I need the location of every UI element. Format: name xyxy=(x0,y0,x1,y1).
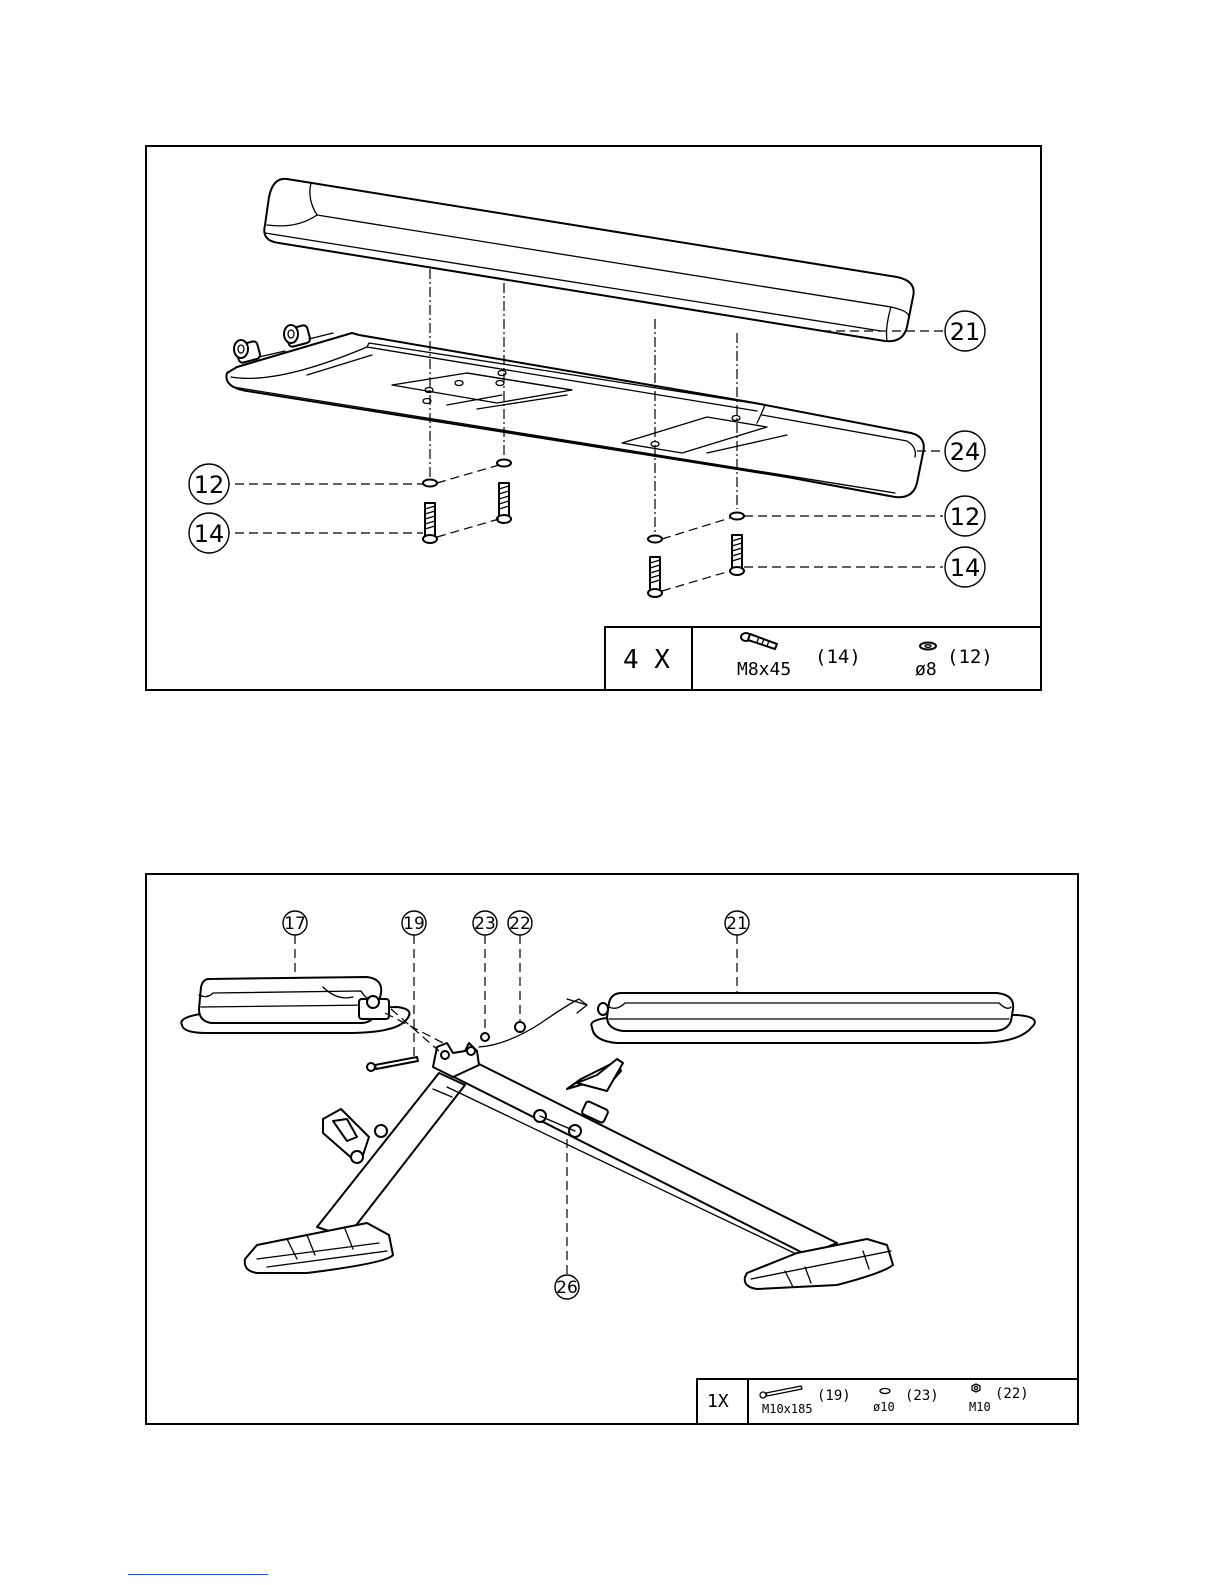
bolt-part-ref: (14) xyxy=(815,646,861,668)
callout-24: 24 xyxy=(945,431,985,471)
seat-frame-part-24 xyxy=(226,324,923,497)
bolts-part-14 xyxy=(423,483,744,597)
front-leg-tube xyxy=(245,1073,465,1273)
callout-23-label: 23 xyxy=(474,914,496,934)
washer-icon xyxy=(920,643,936,650)
washer-part-23 xyxy=(481,1033,489,1041)
long-bolt-size: M10x185 xyxy=(762,1402,813,1416)
long-bolt-icon xyxy=(760,1386,802,1398)
main-rail-tube xyxy=(442,1059,893,1289)
callout-12-right: 12 xyxy=(945,496,985,536)
seat-part-21-assembled xyxy=(591,993,1035,1043)
washers-part-12 xyxy=(423,460,744,543)
callout-21-label: 21 xyxy=(950,318,981,346)
callout-19: 19 xyxy=(402,911,426,935)
hardware-quantity-2: 1X xyxy=(707,1391,729,1412)
callout-12-right-label: 12 xyxy=(950,503,981,531)
washer-icon-2 xyxy=(880,1389,890,1394)
callout-21: 21 xyxy=(945,311,985,351)
seat-cushion-part-21 xyxy=(264,179,913,341)
callout-22-label: 22 xyxy=(509,914,531,934)
nut-icon xyxy=(972,1384,980,1392)
long-bolt-ref: (19) xyxy=(817,1388,851,1404)
washer-size-2: ø10 xyxy=(873,1400,895,1414)
bolt-icon xyxy=(741,633,777,649)
washer-size-label: ø8 xyxy=(915,659,937,680)
callout-24-label: 24 xyxy=(950,438,981,466)
hardware-box-step-2: 1X M10x185 (19) ø10 (23) M10 (22) xyxy=(697,1379,1077,1423)
callout-14-left: 14 xyxy=(189,513,229,553)
footer-rule xyxy=(128,1574,268,1575)
seat-assembly-drawing: 21 24 12 14 12 14 4 X M8x45 (14) ø xyxy=(147,147,1040,689)
callout-17: 17 xyxy=(283,911,307,935)
callout-19-label: 19 xyxy=(403,914,425,934)
bolt-size-label: M8x45 xyxy=(737,659,791,680)
callout-12-left: 12 xyxy=(189,464,229,504)
callout-26: 26 xyxy=(555,1275,579,1299)
assembly-step-frame-panel: 17 19 23 22 21 26 1X M10x185 (19) ø10 (2… xyxy=(145,873,1079,1425)
assembly-step-seat-panel: 21 24 12 14 12 14 4 X M8x45 (14) ø xyxy=(145,145,1042,691)
callout-22: 22 xyxy=(508,911,532,935)
nut-size: M10 xyxy=(969,1400,991,1414)
callout-14-left-label: 14 xyxy=(194,520,225,548)
callout-26-label: 26 xyxy=(556,1278,578,1298)
callout-12-left-label: 12 xyxy=(194,471,225,499)
washer-ref-2: (23) xyxy=(905,1388,939,1404)
nut-part-22 xyxy=(515,1022,525,1032)
adjustment-cable xyxy=(479,999,587,1047)
callout-17-label: 17 xyxy=(284,914,306,934)
hardware-box-step-1: 4 X M8x45 (14) ø8 (12) xyxy=(605,627,1040,689)
callout-23: 23 xyxy=(473,911,497,935)
hardware-quantity: 4 X xyxy=(623,645,670,675)
callout-14-right-label: 14 xyxy=(950,554,981,582)
frame-assembly-drawing: 17 19 23 22 21 26 1X M10x185 (19) ø10 (2… xyxy=(147,875,1077,1423)
callout-14-right: 14 xyxy=(945,547,985,587)
callout-21-p2-label: 21 xyxy=(726,914,748,934)
backrest-part-17 xyxy=(181,977,409,1033)
long-bolt-part-19 xyxy=(367,1057,418,1071)
washer-part-ref: (12) xyxy=(947,646,993,668)
callout-21-p2: 21 xyxy=(725,911,749,935)
nut-ref: (22) xyxy=(995,1386,1029,1402)
